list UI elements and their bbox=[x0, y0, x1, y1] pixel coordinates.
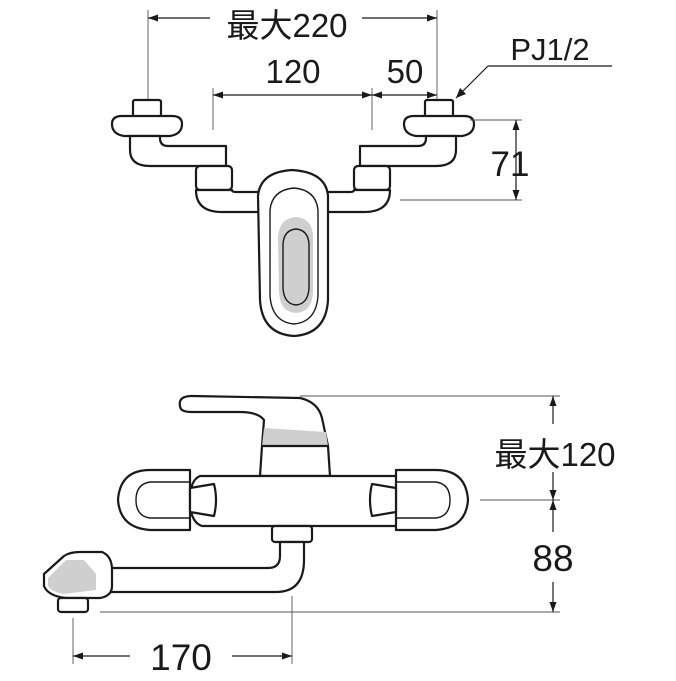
depth-top-label: 71 bbox=[491, 145, 530, 184]
spout bbox=[42, 524, 314, 614]
spout-reach-label: 170 bbox=[150, 637, 212, 676]
dim-max-height: 最大120 bbox=[300, 395, 616, 501]
dim-height-lower: 88 bbox=[100, 500, 574, 613]
thread-callout: PJ1/2 bbox=[455, 32, 612, 99]
dim-center-spacing: 120 50 bbox=[213, 53, 437, 99]
top-view: 最大220 120 50 PJ1/2 bbox=[110, 7, 612, 338]
lever-handle bbox=[178, 394, 330, 448]
right-wall-fitting bbox=[322, 98, 476, 214]
thread-label: PJ1/2 bbox=[510, 32, 589, 67]
max-width-label: 最大220 bbox=[226, 7, 347, 44]
front-view: 最大120 88 170 bbox=[42, 394, 616, 678]
dim-max-width: 最大220 bbox=[148, 7, 437, 44]
top-handle bbox=[256, 168, 330, 338]
max-height-label: 最大120 bbox=[494, 436, 615, 473]
center-spacing-label: 120 bbox=[265, 53, 320, 90]
left-wall-eccentric bbox=[116, 468, 218, 532]
left-wall-fitting bbox=[110, 98, 264, 214]
right-wall-eccentric bbox=[368, 468, 470, 532]
offset-label: 50 bbox=[387, 53, 424, 90]
height-lower-label: 88 bbox=[532, 538, 573, 579]
dim-spout-reach: 170 bbox=[72, 596, 293, 678]
dim-depth-top: 71 bbox=[400, 119, 530, 201]
